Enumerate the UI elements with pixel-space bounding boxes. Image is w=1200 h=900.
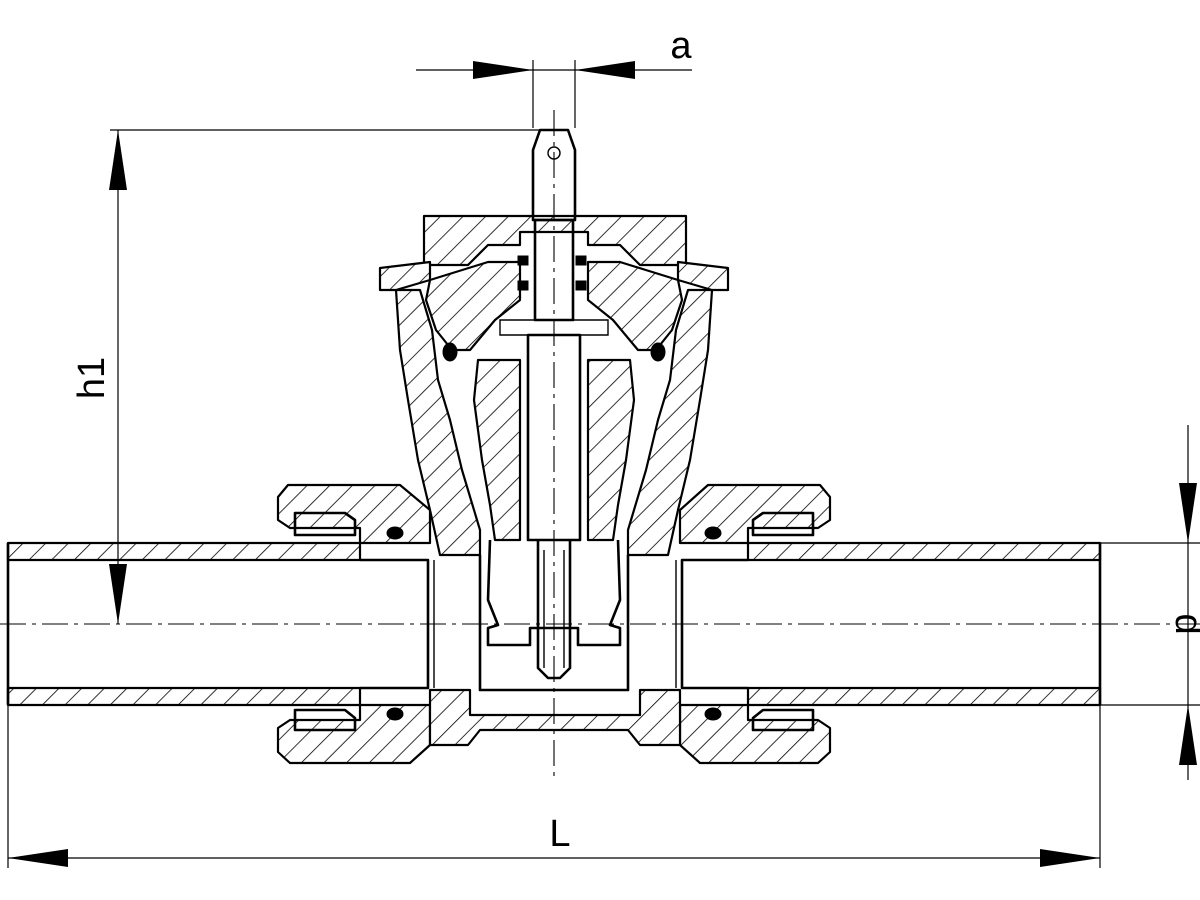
dimension-d-label: d	[1167, 613, 1200, 634]
dimension-h1: h1	[71, 129, 540, 624]
bonnet	[378, 214, 730, 362]
gate-wedge	[472, 319, 636, 647]
valve-body	[394, 288, 714, 747]
dimension-h1-label: h1	[71, 357, 113, 399]
dimension-a-label: a	[670, 25, 692, 67]
center-lines	[0, 110, 1200, 780]
dimension-L-label: L	[549, 813, 570, 855]
left-coupling	[276, 483, 435, 765]
right-coupling	[675, 483, 832, 765]
dimension-L: L	[7, 705, 1101, 868]
dimension-a: a	[416, 25, 692, 128]
dimension-d: d	[1100, 425, 1200, 780]
